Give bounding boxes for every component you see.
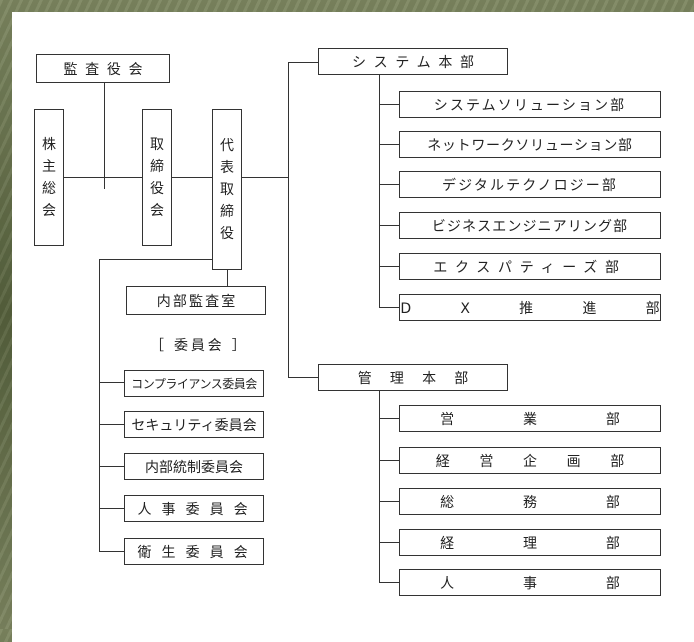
- connector-line: [379, 391, 380, 583]
- dept-expertise: エクスパティーズ部: [399, 253, 661, 280]
- board-of-directors-box: 取 締 役 会: [142, 109, 172, 246]
- connector-line: [379, 460, 399, 461]
- char: 取: [150, 136, 164, 153]
- connector-line: [99, 424, 124, 425]
- connector-line: [104, 82, 105, 189]
- connector-line: [242, 177, 289, 178]
- connector-line: [379, 266, 399, 267]
- connector-line: [379, 418, 399, 419]
- connector-line: [379, 104, 399, 105]
- connector-line: [379, 542, 399, 543]
- committee-security: セキュリティ委員会: [124, 411, 264, 438]
- shareholders-meeting-box: 株 主 総 会: [34, 109, 64, 246]
- char: 締: [150, 158, 164, 175]
- dept-corporate-planning: 経 営 企 画 部: [399, 447, 661, 474]
- char: 主: [42, 158, 56, 175]
- connector-line: [379, 225, 399, 226]
- connector-line: [99, 382, 124, 383]
- audit-board-box: 監査役会: [36, 54, 170, 83]
- char: 代: [220, 137, 234, 154]
- representative-director-box: 代 表 取 締 役: [212, 109, 242, 270]
- committee-internal-control: 内部統制委員会: [124, 453, 264, 480]
- dept-dx-promotion: D X 推 進 部: [399, 294, 661, 321]
- char: 総: [42, 180, 56, 197]
- dept-general-affairs: 総 務 部: [399, 488, 661, 515]
- connector-line: [288, 62, 318, 63]
- connector-line: [99, 551, 124, 552]
- dept-business-engineering: ビジネスエンジニアリング部: [399, 212, 661, 239]
- committees-heading: ［ 委員会 ］: [150, 338, 249, 354]
- internal-audit-office-box: 内部監査室: [126, 286, 266, 315]
- char: 表: [220, 159, 234, 176]
- connector-line: [379, 144, 399, 145]
- char: 取: [220, 181, 234, 198]
- connector-line: [379, 75, 380, 308]
- dept-system-solution: システムソリューション部: [399, 91, 661, 118]
- committee-compliance: コンプライアンス委員会: [124, 370, 264, 397]
- char: 役: [150, 180, 164, 197]
- connector-line: [379, 582, 399, 583]
- char: 株: [42, 136, 56, 153]
- char: 会: [42, 202, 56, 219]
- connector-line: [379, 501, 399, 502]
- dept-human-resources: 人 事 部: [399, 569, 661, 596]
- dept-network-solution: ネットワークソリューション部: [399, 131, 661, 158]
- committee-hygiene: 衛 生 委 員 会: [124, 538, 264, 565]
- char: 役: [220, 225, 234, 242]
- dept-sales: 営 業 部: [399, 405, 661, 432]
- admin-division-box: 管理本部: [318, 364, 508, 391]
- dept-accounting: 経 理 部: [399, 529, 661, 556]
- connector-line: [99, 259, 100, 552]
- connector-line: [288, 62, 289, 377]
- connector-line: [64, 177, 212, 178]
- char: 会: [150, 202, 164, 219]
- committee-personnel: 人 事 委 員 会: [124, 495, 264, 522]
- connector-line: [379, 307, 399, 308]
- connector-line: [288, 377, 318, 378]
- char: 締: [220, 203, 234, 220]
- connector-line: [227, 270, 228, 286]
- connector-line: [99, 508, 124, 509]
- dept-digital-technology: デジタルテクノロジー部: [399, 171, 661, 198]
- org-chart-panel: 監査役会 株 主 総 会 取 締 役 会 代 表 取 締 役 内部監査室 ［ 委…: [12, 12, 694, 642]
- connector-line: [379, 184, 399, 185]
- system-division-box: システム本部: [318, 48, 508, 75]
- connector-line: [99, 259, 213, 260]
- connector-line: [99, 466, 124, 467]
